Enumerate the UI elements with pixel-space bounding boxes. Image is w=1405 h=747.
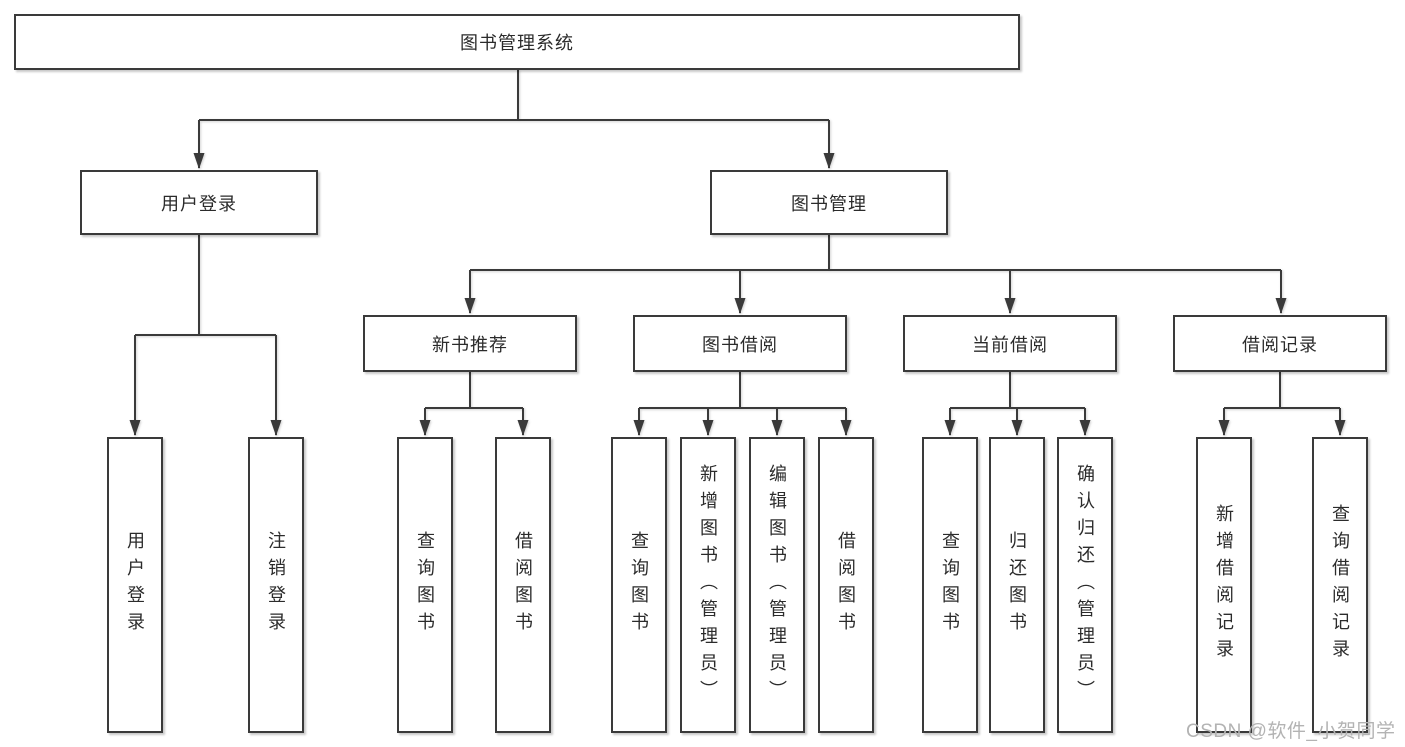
node-current-borrow: 当前借阅: [903, 315, 1117, 372]
leaf-borrow-add-books-admin: 新增图书（管理员）: [680, 437, 736, 733]
leaf-records-add-record: 新增借阅记录: [1196, 437, 1252, 733]
leaf-user-login-label: 用户登录: [125, 531, 145, 639]
leaf-current-query-books-label: 查询图书: [940, 531, 960, 639]
leaf-borrow-borrow-books: 借阅图书: [818, 437, 874, 733]
leaf-records-add-record-label: 新增借阅记录: [1214, 504, 1234, 666]
leaf-current-confirm-return-admin-label: 确认归还（管理员）: [1075, 463, 1095, 707]
leaf-records-query-record: 查询借阅记录: [1312, 437, 1368, 733]
node-book-borrow: 图书借阅: [633, 315, 847, 372]
leaf-user-login: 用户登录: [107, 437, 163, 733]
node-root-system: 图书管理系统: [14, 14, 1020, 70]
csdn-watermark: CSDN @软件_小贺同学: [1186, 721, 1396, 742]
leaf-records-query-record-label: 查询借阅记录: [1330, 504, 1350, 666]
leaf-borrow-borrow-books-label: 借阅图书: [836, 531, 856, 639]
leaf-borrow-edit-books-admin-label: 编辑图书（管理员）: [767, 463, 787, 707]
node-book-borrow-label: 图书借阅: [702, 334, 778, 355]
leaf-borrow-query-books: 查询图书: [611, 437, 667, 733]
leaf-current-confirm-return-admin: 确认归还（管理员）: [1057, 437, 1113, 733]
node-book-management-label: 图书管理: [791, 193, 867, 214]
node-new-book-recommend-label: 新书推荐: [432, 334, 508, 355]
leaf-borrow-edit-books-admin: 编辑图书（管理员）: [749, 437, 805, 733]
leaf-recommend-query-books: 查询图书: [397, 437, 453, 733]
leaf-current-query-books: 查询图书: [922, 437, 978, 733]
node-borrow-records-label: 借阅记录: [1242, 334, 1318, 355]
node-root-system-label: 图书管理系统: [460, 33, 574, 53]
leaf-logout: 注销登录: [248, 437, 304, 733]
node-borrow-records: 借阅记录: [1173, 315, 1387, 372]
leaf-logout-label: 注销登录: [266, 531, 286, 639]
leaf-recommend-query-books-label: 查询图书: [415, 531, 435, 639]
leaf-current-return-books: 归还图书: [989, 437, 1045, 733]
leaf-borrow-query-books-label: 查询图书: [629, 531, 649, 639]
node-new-book-recommend: 新书推荐: [363, 315, 577, 372]
node-book-management: 图书管理: [710, 170, 948, 235]
node-user-login: 用户登录: [80, 170, 318, 235]
leaf-recommend-borrow-books: 借阅图书: [495, 437, 551, 733]
node-user-login-label: 用户登录: [161, 193, 237, 214]
leaf-current-return-books-label: 归还图书: [1007, 531, 1027, 639]
node-current-borrow-label: 当前借阅: [972, 334, 1048, 355]
leaf-borrow-add-books-admin-label: 新增图书（管理员）: [698, 463, 718, 707]
leaf-recommend-borrow-books-label: 借阅图书: [513, 531, 533, 639]
